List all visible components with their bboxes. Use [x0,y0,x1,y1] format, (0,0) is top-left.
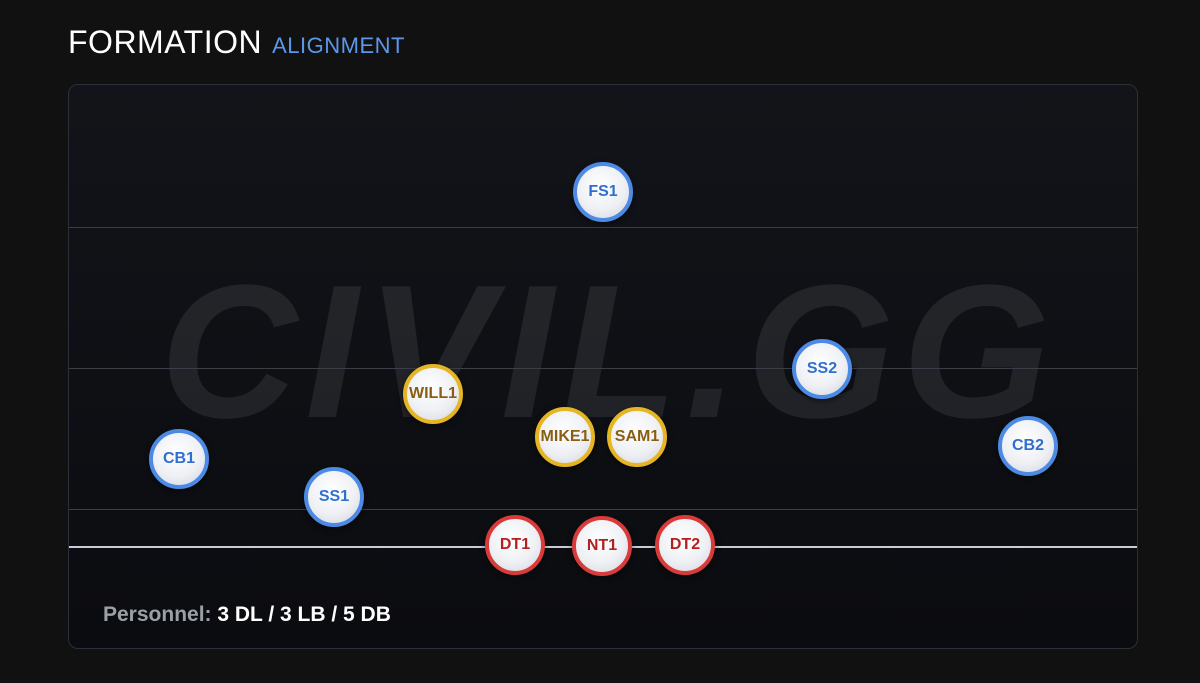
player-token-will1[interactable]: WILL1 [403,364,463,424]
watermark-logo: CIVIL.GG [160,246,1058,458]
page-title: FORMATION [68,24,263,60]
player-token-dt2[interactable]: DT2 [655,515,715,575]
player-token-cb1[interactable]: CB1 [149,429,209,489]
yard-line [69,368,1137,369]
personnel-value: 3 DL / 3 LB / 5 DB [217,603,391,626]
player-token-fs1[interactable]: FS1 [573,162,633,222]
yard-line [69,509,1137,510]
yard-line [69,227,1137,228]
player-token-nt1[interactable]: NT1 [572,516,632,576]
page-subtitle: ALIGNMENT [272,33,405,58]
player-token-ss1[interactable]: SS1 [304,467,364,527]
personnel-summary: Personnel: 3 DL / 3 LB / 5 DB [103,603,391,627]
personnel-label: Personnel: [103,603,212,626]
player-token-ss2[interactable]: SS2 [792,339,852,399]
player-token-sam1[interactable]: SAM1 [607,407,667,467]
formation-field: CIVIL.GG FS1 SS2 WILL1 MIKE1 SAM1 CB1 CB… [68,84,1138,649]
section-header: FORMATION ALIGNMENT [68,24,405,61]
player-token-dt1[interactable]: DT1 [485,515,545,575]
player-token-mike1[interactable]: MIKE1 [535,407,595,467]
player-token-cb2[interactable]: CB2 [998,416,1058,476]
